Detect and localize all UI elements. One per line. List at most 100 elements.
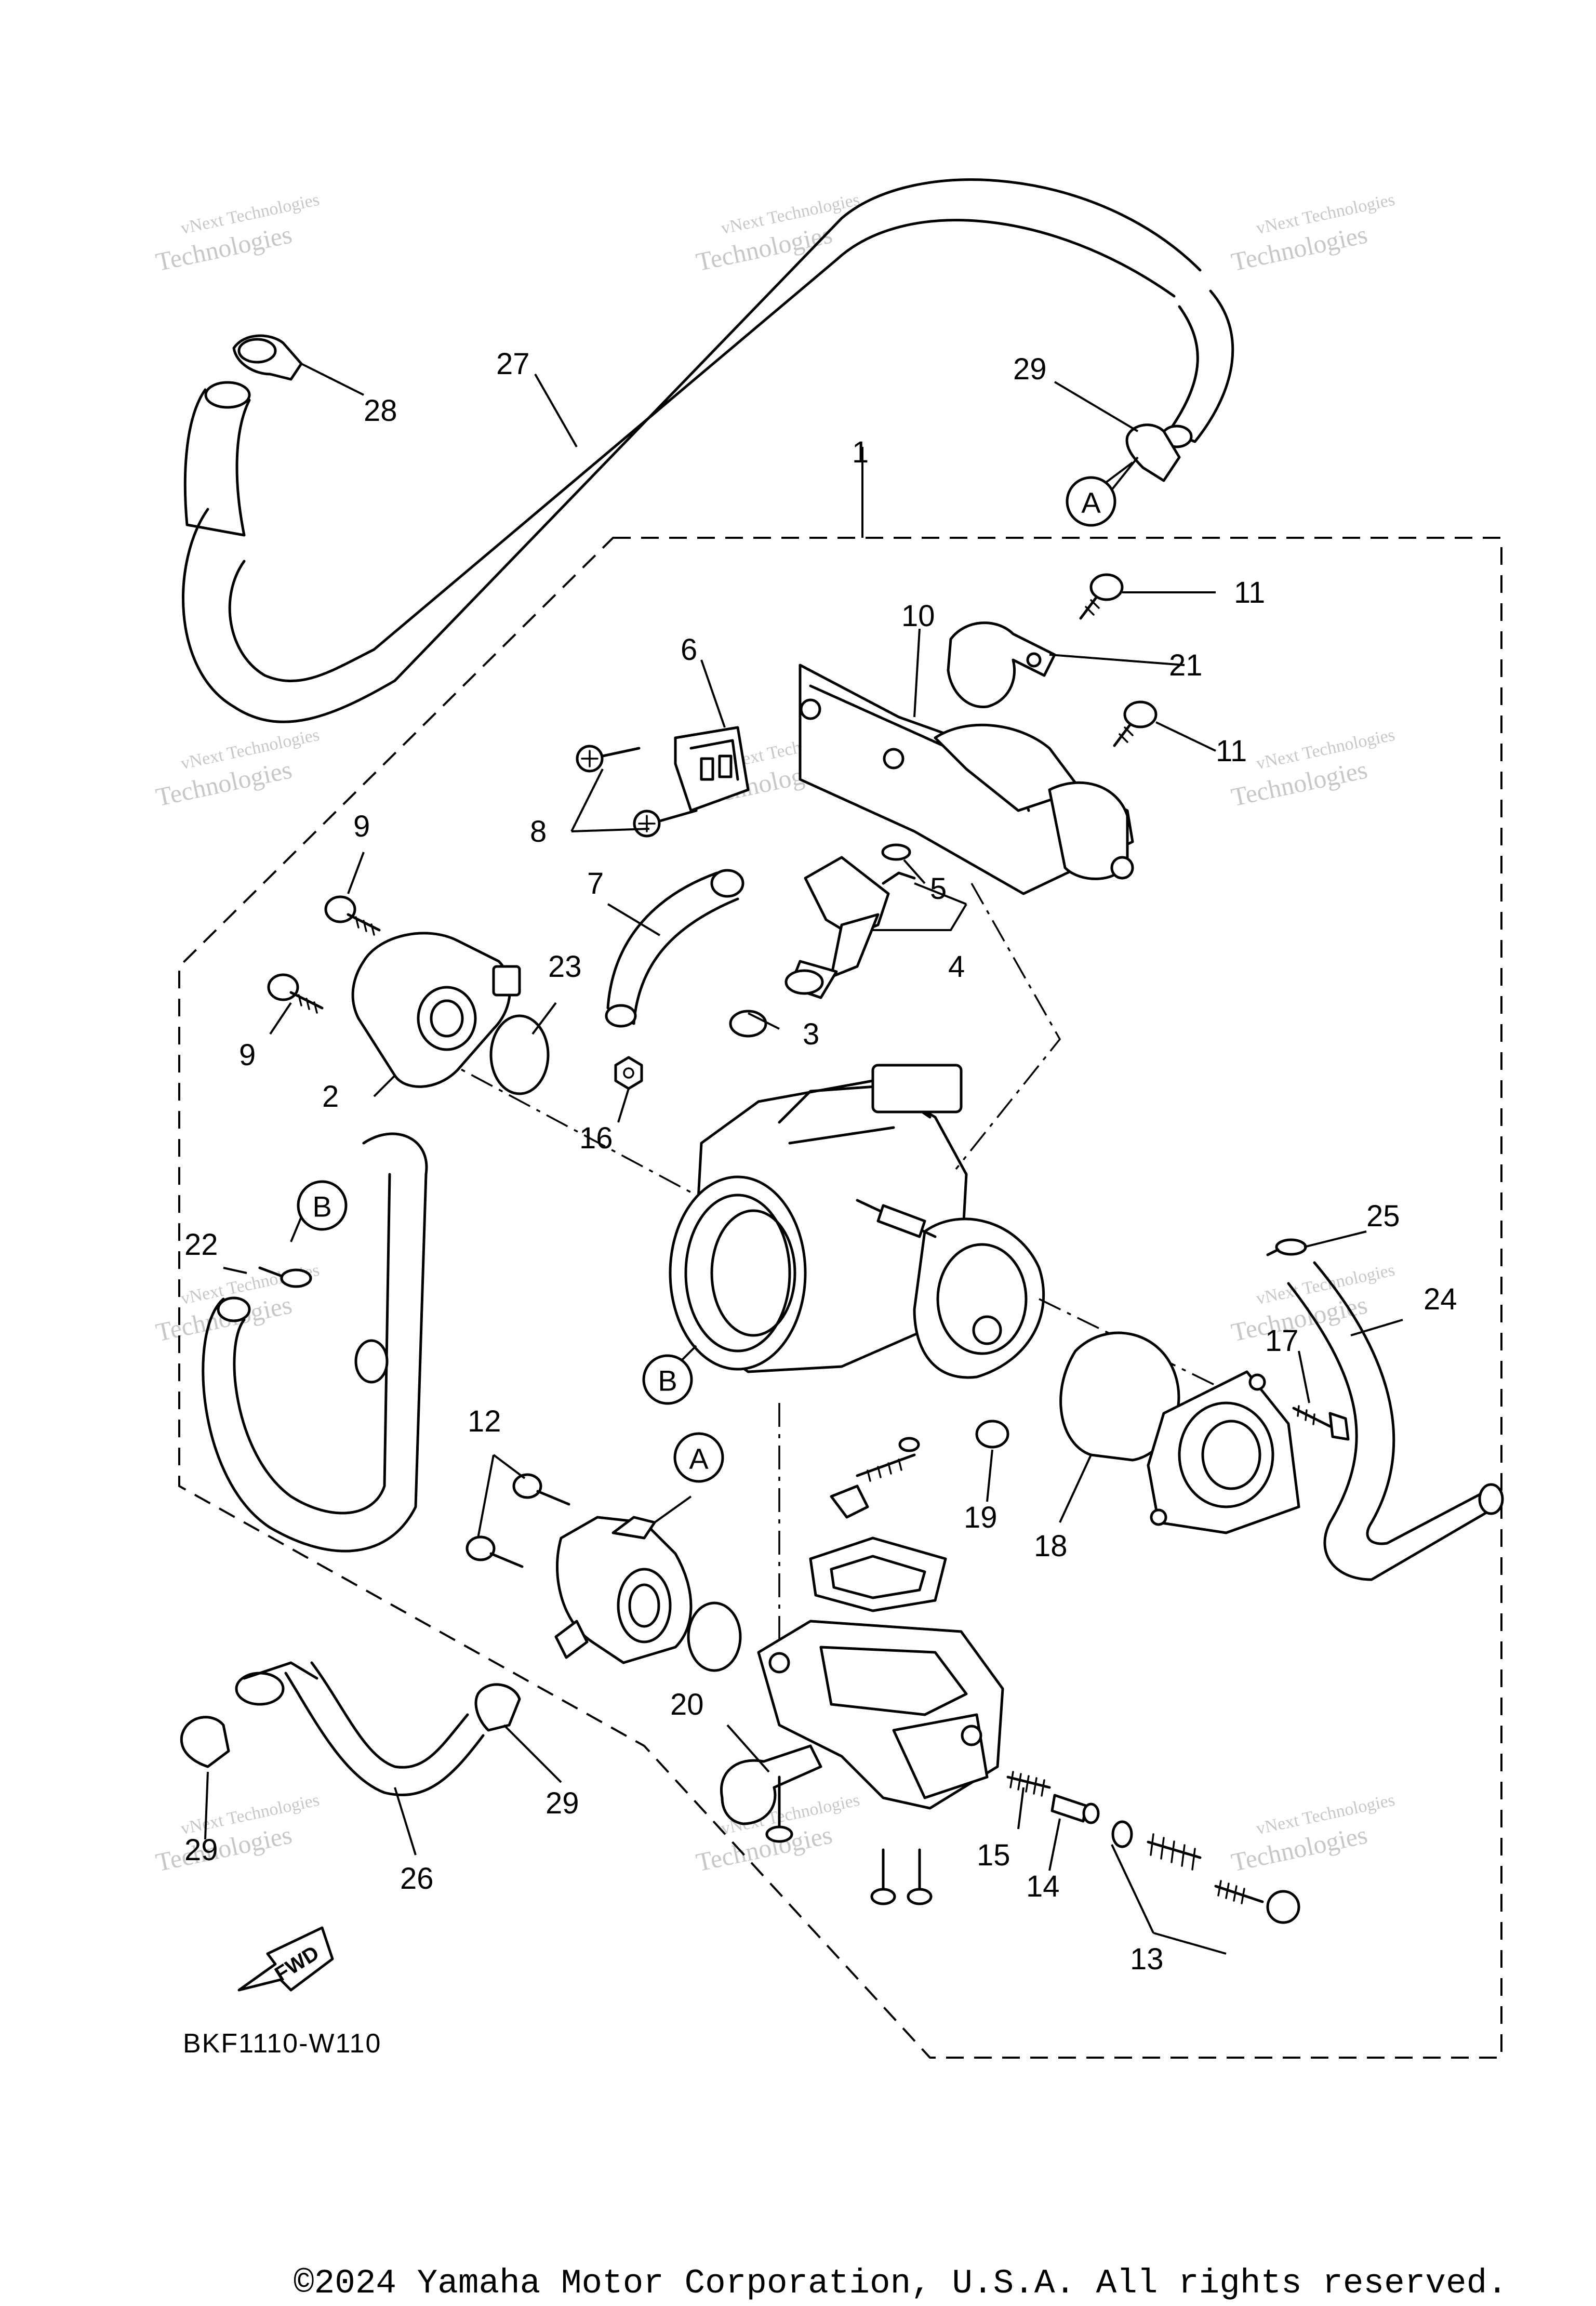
callout-17: 17 [1265,1324,1299,1358]
screw-8-lower [633,809,698,838]
callout-9-upper: 9 [353,810,370,843]
callout-3: 3 [803,1017,819,1051]
watermark: vNext Technologies Technologies [153,1791,321,1877]
leader-lines [204,363,1403,1955]
fwd-arrow-icon: FWD [237,1926,334,1992]
clamp-28 [232,334,303,381]
reference-b-left: B [297,1180,348,1231]
callout-11-lower: 11 [1216,734,1247,768]
axis-line [433,1054,697,1196]
callout-4: 4 [948,950,965,984]
callout-28: 28 [364,394,397,428]
spring-13 [1147,1833,1202,1871]
screw-11-upper [1079,573,1124,620]
watermark: vNext Technologies Technologies [153,190,321,277]
screw-12-lower [466,1535,524,1568]
watermark: vNext Technologies Technologies [1229,190,1396,277]
reference-a-top: A [1066,476,1116,527]
watermark: vNext Technologies Technologies [1229,725,1396,812]
callout-10: 10 [901,599,935,633]
callout-13: 13 [1130,1942,1164,1976]
coolant-fitting [554,1516,693,1664]
hose-26 [235,1661,485,1796]
clamp-29-top [1125,423,1181,482]
callout-8: 8 [530,815,547,849]
callout-6: 6 [681,633,697,667]
axis-line [955,883,1061,1170]
pin-14 [1050,1794,1100,1824]
callout-1: 1 [852,435,869,469]
callout-16: 16 [579,1121,613,1155]
callout-25: 25 [1366,1199,1400,1233]
callouts: 1 2 3 4 5 6 7 8 9 9 10 11 11 12 13 14 15… [184,347,1457,1976]
throttle-body [669,1064,1045,1379]
callout-23: 23 [548,950,582,984]
spring-15 [1006,1771,1051,1797]
callout-12: 12 [468,1404,501,1438]
watermark: vNext Technologies Technologies [153,725,321,812]
hose-7 [605,869,744,1028]
seal-3 [729,1010,767,1038]
callout-2: 2 [322,1080,339,1114]
callout-11-upper: 11 [1234,576,1265,609]
fitting-19 [975,1420,1009,1449]
screw-8-upper [576,745,641,773]
copyright-notice: ©2024 Yamaha Motor Corporation, U.S.A. A… [294,2264,1508,2303]
o-ring-fitting [687,1601,742,1672]
watermark: vNext Technologies Technologies [1229,1261,1396,1347]
callout-29-left: 29 [184,1833,218,1867]
hose-left-u [202,1132,428,1553]
reference-b-center: B [642,1354,693,1405]
watermark: vNext Technologies Technologies [1229,1791,1396,1877]
washer-13 [1111,1820,1133,1848]
bracket-21 [947,621,1056,708]
svg-text:A: A [689,1442,709,1475]
idle-valve-body [757,1620,1004,1810]
callout-19: 19 [964,1501,998,1534]
injector-4 [784,856,916,999]
clip-25 [1266,1238,1307,1256]
clip-22 [258,1266,312,1288]
clamp-29-lower-right [474,1683,521,1732]
watermarks: vNext Technologies Technologies vNext Te… [153,190,1396,1877]
reference-a-lower: A [673,1432,724,1483]
screw-12-upper [512,1473,570,1506]
clamp-29-lower-left [180,1716,230,1768]
callout-20: 20 [670,1688,704,1721]
connector-6 [674,726,750,812]
screw-13 [1214,1880,1300,1924]
nut-16 [614,1056,643,1090]
screw-small [765,1775,793,1843]
callout-26: 26 [400,1862,434,1896]
callout-24: 24 [1424,1282,1457,1316]
screw-pair [870,1848,933,1905]
hose-24 [1287,1261,1504,1581]
diagram-code: BKF1110-W110 [183,2029,381,2059]
bracket-20 [720,1744,822,1825]
callout-27: 27 [496,347,530,381]
callout-5: 5 [930,872,947,906]
screw-9-upper [324,895,381,936]
svg-text:B: B [658,1364,677,1397]
callout-21: 21 [1169,648,1203,682]
callout-18: 18 [1034,1529,1068,1563]
callout-29-right: 29 [546,1786,579,1820]
screw-9-lower [267,973,324,1014]
fuel-rail-10 [799,664,1134,895]
callout-29-top: 29 [1013,352,1047,386]
o-ring-5 [881,843,911,861]
callout-15: 15 [977,1838,1010,1872]
callout-9-lower: 9 [239,1038,256,1072]
svg-text:B: B [312,1190,331,1223]
svg-text:A: A [1081,486,1101,519]
callout-14: 14 [1026,1870,1060,1903]
o-ring-23 [489,1014,550,1095]
screw-17 [1292,1405,1350,1441]
watermark: vNext Technologies Technologies [694,190,861,277]
cover-plate [1147,1370,1300,1534]
o-ring-small [898,1437,920,1452]
screw-11-lower [1113,700,1158,747]
callout-22: 22 [184,1228,218,1262]
callout-7: 7 [587,867,604,900]
